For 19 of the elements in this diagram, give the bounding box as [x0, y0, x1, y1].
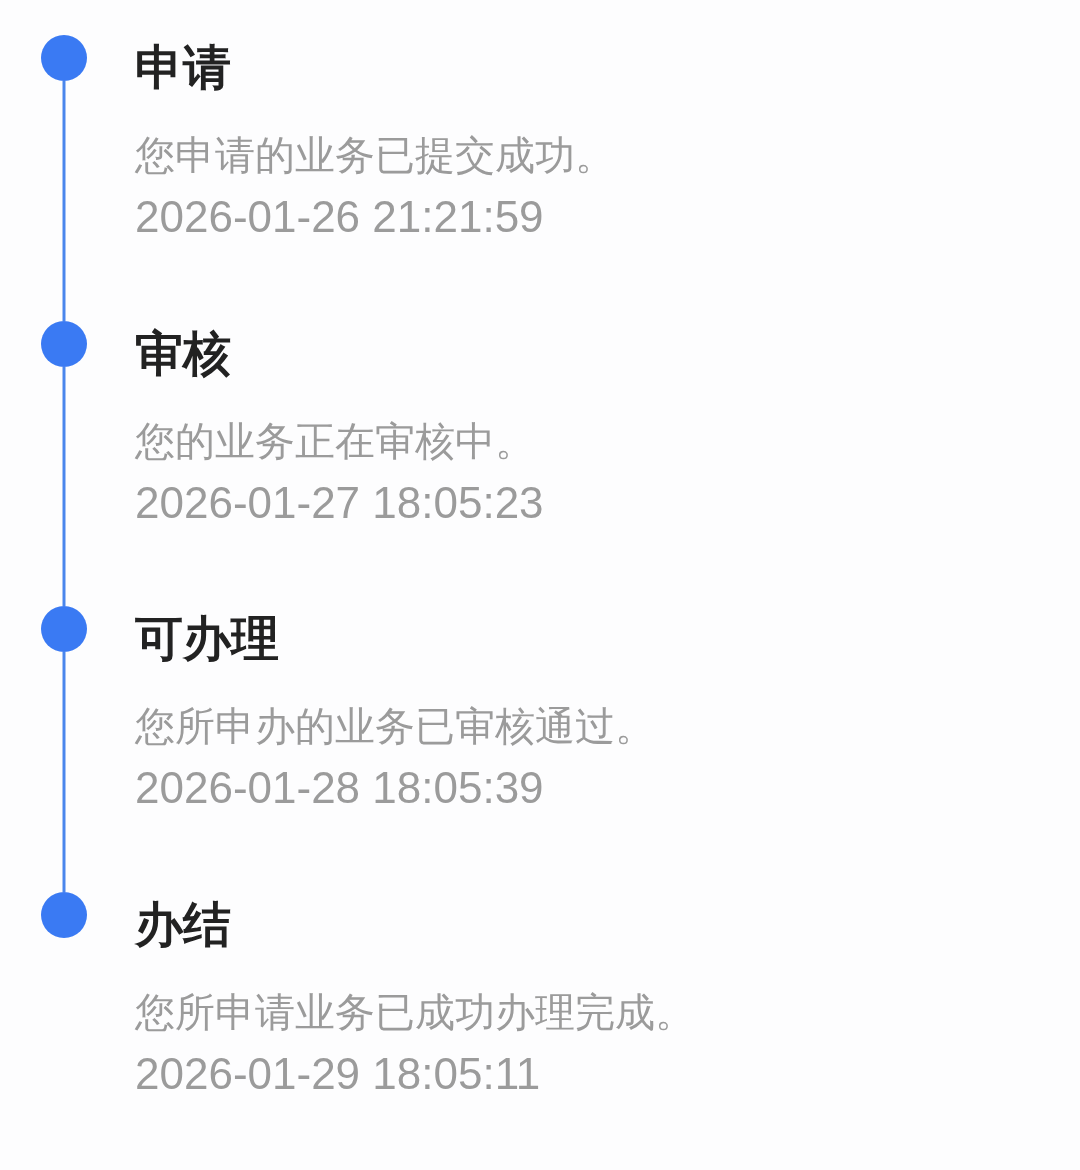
- step-description: 您所申办的业务已审核通过。: [135, 703, 655, 750]
- connector-line: [62, 81, 66, 321]
- timeline-dot: [41, 892, 87, 938]
- timestamp: 2026-01-27 18:05:23: [135, 477, 544, 529]
- timestamp: 2026-01-26 21:21:59: [135, 191, 544, 243]
- step-description: 您所申请业务已成功办理完成。: [135, 989, 695, 1036]
- connector-line: [62, 652, 66, 892]
- step-title: 办结: [135, 897, 231, 953]
- step-title: 可办理: [135, 611, 279, 667]
- timeline-dot: [41, 606, 87, 652]
- timestamp: 2026-01-28 18:05:39: [135, 762, 544, 814]
- timestamp: 2026-01-29 18:05:11: [135, 1048, 541, 1100]
- connector-line: [62, 367, 66, 606]
- step-title: 申请: [135, 40, 231, 96]
- step-description: 您的业务正在审核中。: [135, 418, 535, 465]
- step-description: 您申请的业务已提交成功。: [135, 132, 615, 179]
- timeline-dot: [41, 35, 87, 81]
- timeline-dot: [41, 321, 87, 367]
- step-title: 审核: [135, 326, 231, 382]
